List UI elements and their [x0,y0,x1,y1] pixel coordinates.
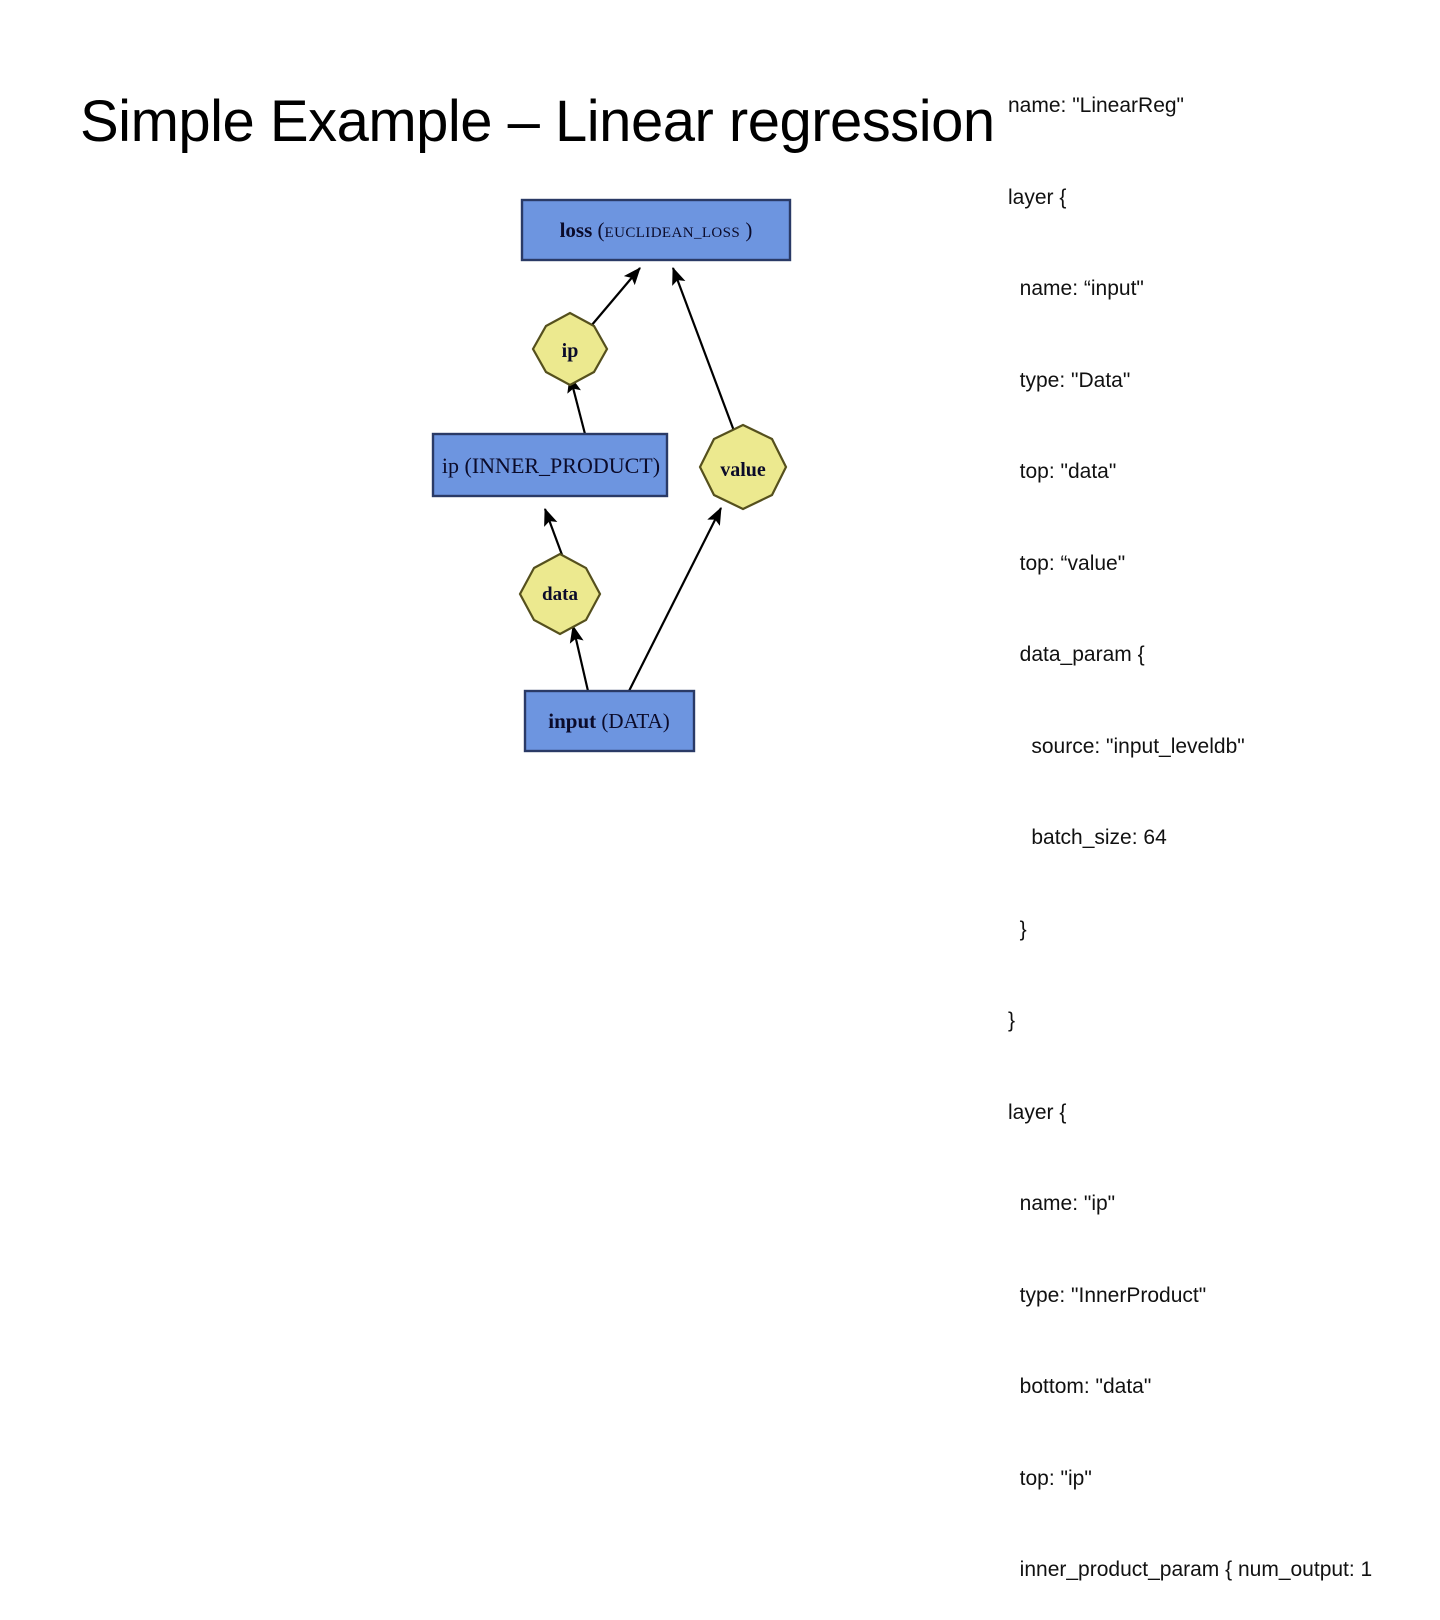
edge-input-to-value [628,507,722,692]
code-line: layer { [1008,1100,1067,1124]
prototxt-code-panel: name: "LinearReg" layer { name: “input" … [1008,30,1440,1620]
code-line: top: "data" [1008,460,1117,483]
edge-input-to-data [569,624,590,692]
code-line: source: "input_leveldb" [1008,734,1245,758]
code-line: type: "InnerProduct" [1008,1283,1207,1307]
node-input-box[interactable]: input (DATA) [523,689,696,753]
code-line: top: “value" [1008,551,1126,575]
node-ip-blob[interactable]: ip [531,311,609,387]
code-line: top: "ip" [1008,1466,1092,1490]
node-data-blob-label: data [542,584,578,605]
node-value-blob-label: value [720,459,766,481]
code-line: batch_size: 64 [1008,826,1167,849]
code-line: } [1008,917,1027,941]
svg-text:input (DATA): input (DATA) [548,709,669,733]
edge-ipbox-to-ip [567,374,587,435]
network-diagram: loss (EUCLIDEAN_LOSS ) ip ip (INNER_PROD… [431,186,805,753]
code-line: type: "Data" [1008,368,1131,392]
edge-value-to-loss [671,266,739,440]
node-loss-box[interactable]: loss (EUCLIDEAN_LOSS ) [520,198,792,262]
code-line: name: "ip" [1008,1192,1116,1215]
node-ip-blob-label: ip [562,340,579,362]
code-line: layer { [1008,185,1067,209]
code-line: data_param { [1008,643,1145,666]
node-value-blob[interactable]: value [698,423,788,511]
node-ip-box-label: ip (INNER_PRODUCT) [442,453,660,478]
node-loss-type: EUCLIDEAN_LOSS [605,225,741,241]
node-input-type: DATA [608,709,663,733]
node-loss-name: loss [560,218,593,242]
node-ip-box[interactable]: ip (INNER_PRODUCT) [431,432,669,498]
edge-ip-to-loss [590,267,641,327]
code-line: } [1008,1009,1016,1032]
node-data-blob[interactable]: data [518,552,602,636]
node-input-name: input [548,709,596,733]
code-line: bottom: "data" [1008,1375,1152,1398]
page-title: Simple Example – Linear regression [80,89,995,154]
code-line: name: “input" [1008,277,1144,300]
svg-text:loss (EUCLIDEAN_LOSS ): loss (EUCLIDEAN_LOSS ) [560,218,753,242]
code-line: inner_product_param { num_output: 1 [1008,1558,1373,1581]
code-line: name: "LinearReg" [1008,94,1185,117]
